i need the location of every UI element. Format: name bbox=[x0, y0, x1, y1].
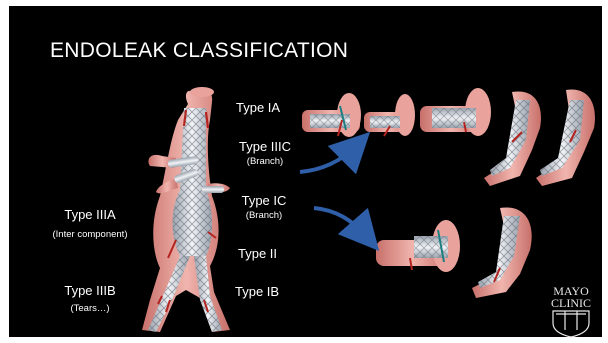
mayo-shield-logo bbox=[553, 311, 589, 337]
label-type-iiia-sub: (Inter component) bbox=[53, 229, 128, 240]
logo-line-2: CLINIC bbox=[546, 297, 596, 309]
label-type-ic: Type IC bbox=[242, 193, 287, 208]
arrow-top bbox=[300, 146, 356, 172]
label-type-iiib-sub: (Tears…) bbox=[70, 303, 109, 314]
label-type-iiic-sub: (Branch) bbox=[247, 156, 283, 167]
arrow-bottom bbox=[314, 208, 366, 236]
page-title: ENDOLEAK CLASSIFICATION bbox=[50, 39, 348, 63]
mayo-clinic-logo: MAYO CLINIC bbox=[546, 285, 596, 309]
type-ic-cutaway-series bbox=[376, 207, 532, 298]
label-type-ii: Type II bbox=[238, 246, 277, 261]
label-type-ia: Type IA bbox=[236, 100, 280, 115]
aorta-illustration bbox=[142, 87, 230, 332]
label-type-ib: Type IB bbox=[235, 284, 279, 299]
label-type-ic-sub: (Branch) bbox=[246, 210, 282, 221]
label-type-iiia: Type IIIA bbox=[64, 207, 115, 222]
type-ia-cutaway-series bbox=[302, 88, 595, 186]
label-type-iiib: Type IIIB bbox=[64, 283, 115, 298]
label-type-iiic: Type IIIC bbox=[239, 139, 291, 154]
